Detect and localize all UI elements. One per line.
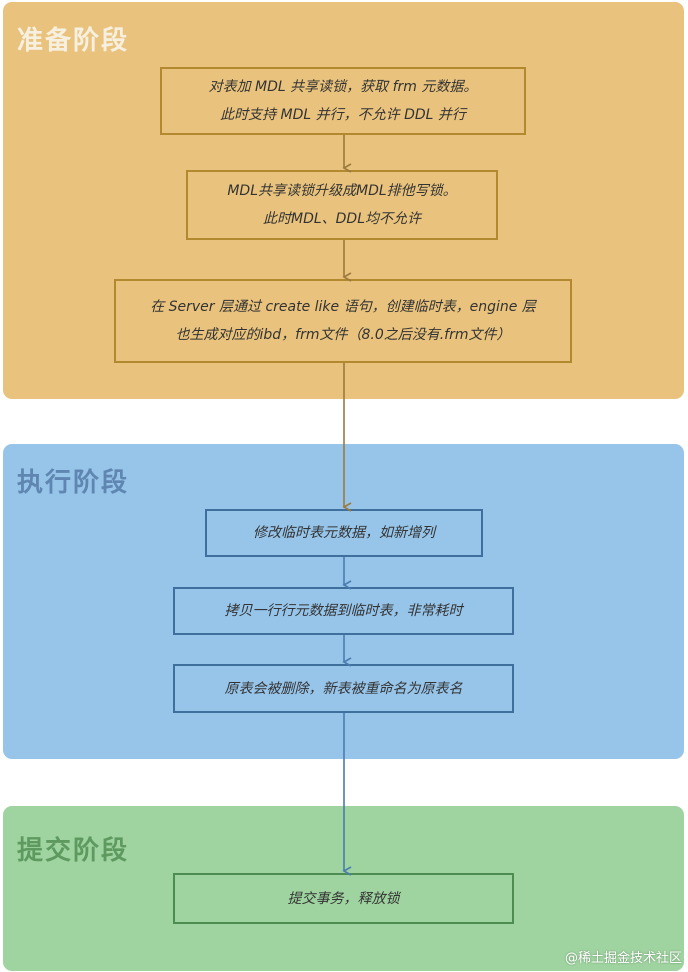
step-box-prep-2: MDL共享读锁升级成MDL排他写锁。 此时MDL、DDL均不允许: [186, 170, 498, 240]
step-text: 修改临时表元数据，如新增列: [253, 525, 435, 541]
step-text: 提交事务，释放锁: [287, 890, 400, 907]
step-text: MDL共享读锁升级成MDL排他写锁。: [227, 183, 457, 199]
step-text: 此时MDL、DDL均不允许: [262, 211, 422, 227]
step-text: 也生成对应的ibd，frm文件（8.0之后没有.frm文件）: [175, 327, 511, 343]
phase-execute-title: 执行阶段: [17, 468, 130, 498]
phase-commit-title: 提交阶段: [17, 836, 130, 866]
step-text: 此时支持 MDL 并行，不允许 DDL 并行: [220, 107, 466, 123]
step-text: 拷贝一行行元数据到临时表，非常耗时: [224, 603, 463, 619]
watermark: @稀土掘金技术社区: [564, 951, 682, 966]
phase-prepare-title: 准备阶段: [17, 26, 130, 56]
step-text: 原表会被删除，新表被重命名为原表名: [224, 680, 463, 697]
step-box-prep-1: 对表加 MDL 共享读锁，获取 frm 元数据。 此时支持 MDL 并行，不允许…: [160, 67, 526, 135]
step-text: 在 Server 层通过 create like 语句，创建临时表，engine…: [150, 299, 536, 315]
step-text: 对表加 MDL 共享读锁，获取 frm 元数据。: [208, 79, 478, 95]
